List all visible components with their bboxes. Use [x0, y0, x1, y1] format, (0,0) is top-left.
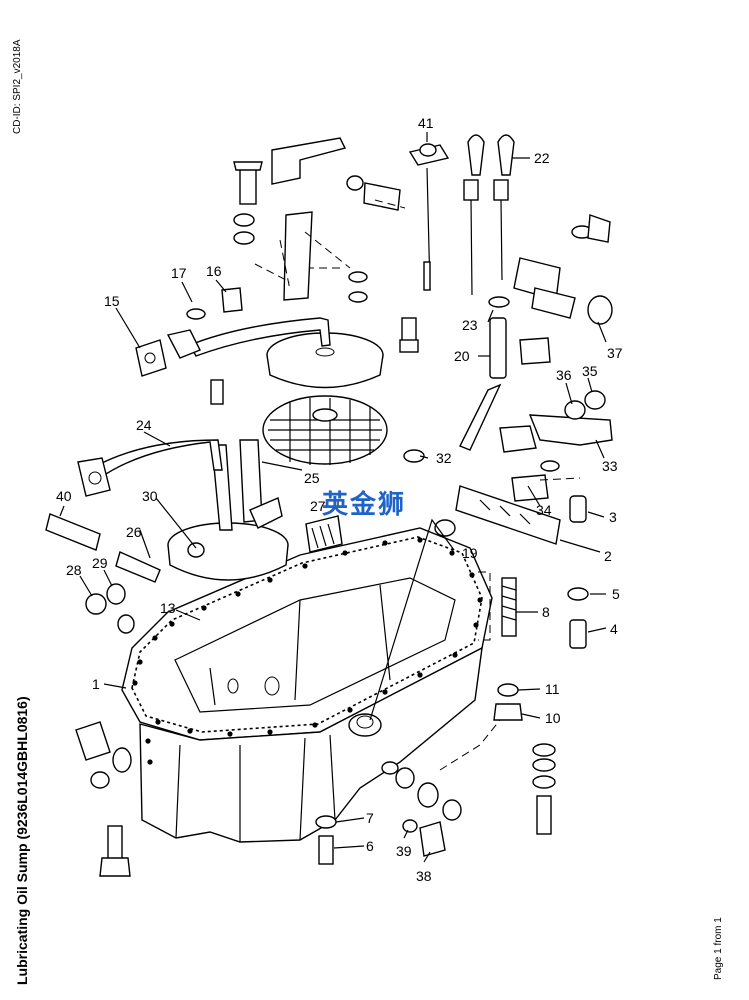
callout-7: 7 [366, 810, 374, 826]
callout-29: 29 [92, 555, 108, 571]
callout-38: 38 [416, 868, 432, 884]
callout-39: 39 [396, 843, 412, 859]
leader-lines [59, 132, 607, 863]
callout-10: 10 [545, 710, 561, 726]
callout-6: 6 [366, 838, 374, 854]
callout-5: 5 [612, 586, 620, 602]
suction-strainer [167, 439, 289, 581]
callout-15: 15 [104, 293, 120, 309]
brackets-and-fasteners [45, 137, 613, 877]
callout-20: 20 [454, 348, 470, 364]
watermark-logo: 英金狮 [322, 490, 407, 520]
callout-33: 33 [602, 458, 618, 474]
callout-labels: 41 22 17 16 15 23 20 37 36 35 24 32 33 2… [56, 115, 623, 884]
callout-1: 1 [92, 676, 100, 692]
oil-pipes [77, 317, 331, 497]
callout-17: 17 [171, 265, 187, 281]
callout-37: 37 [607, 345, 623, 361]
oil-sump-pan [121, 527, 493, 843]
callout-8: 8 [542, 604, 550, 620]
strainer-cover [262, 332, 388, 465]
callout-35: 35 [582, 363, 598, 379]
callout-11: 11 [545, 681, 560, 697]
callout-2: 2 [604, 548, 612, 564]
callout-40: 40 [56, 488, 72, 504]
callout-16: 16 [206, 263, 222, 279]
callout-24: 24 [136, 417, 152, 433]
callout-34: 34 [536, 502, 552, 518]
callout-28: 28 [66, 562, 82, 578]
callout-23: 23 [462, 317, 478, 333]
callout-22: 22 [534, 150, 550, 166]
callout-27: 27 [310, 498, 326, 514]
callout-26: 26 [126, 524, 142, 540]
callout-32: 32 [436, 450, 452, 466]
callout-36: 36 [556, 367, 572, 383]
callout-25: 25 [304, 470, 320, 486]
dipstick-assembly [408, 134, 515, 451]
callout-4: 4 [610, 621, 618, 637]
callout-13: 13 [160, 600, 176, 616]
callout-30: 30 [142, 488, 158, 504]
callout-3: 3 [609, 509, 617, 525]
callout-19: 19 [462, 545, 478, 561]
callout-41: 41 [418, 115, 434, 131]
